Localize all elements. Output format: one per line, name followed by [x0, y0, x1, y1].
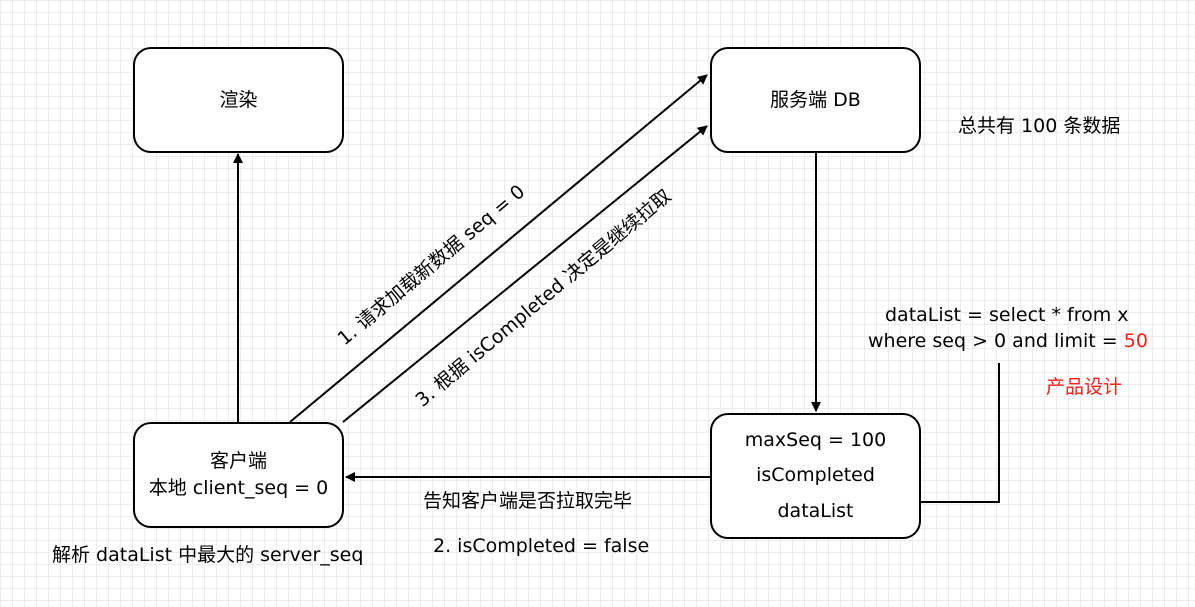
client-node: 客户端 本地 client_seq = 0 — [133, 422, 344, 528]
is-completed-false-label: 2. isCompleted = false — [433, 535, 650, 557]
arrow-request-to-server — [289, 74, 708, 423]
result-datalist: dataList — [777, 499, 854, 522]
result-maxseq: maxSeq = 100 — [744, 429, 887, 452]
render-node: 渲染 — [133, 47, 344, 153]
total-count-label: 总共有 100 条数据 — [958, 115, 1121, 137]
render-label: 渲染 — [219, 88, 258, 111]
query-line-2: where seq > 0 and limit = 50 — [868, 330, 1148, 354]
notify-client-label: 告知客户端是否拉取完毕 — [423, 490, 633, 512]
server-db-label: 服务端 DB — [770, 88, 861, 111]
result-iscompleted: isCompleted — [756, 464, 875, 487]
query-limit-value: 50 — [1123, 330, 1148, 352]
client-seq: 本地 client_seq = 0 — [148, 477, 329, 499]
product-design-label: 产品设计 — [1046, 376, 1123, 398]
server-db-node: 服务端 DB — [710, 47, 921, 153]
parse-server-seq-label: 解析 dataList 中最大的 server_seq — [52, 544, 364, 566]
arrow-decide-to-server — [342, 125, 708, 423]
client-title: 客户端 — [209, 450, 267, 473]
query-line-1: dataList = select * from x — [885, 304, 1129, 326]
result-node: maxSeq = 100 isCompleted dataList — [710, 413, 921, 539]
query-condition: where seq > 0 and limit = — [868, 330, 1124, 352]
